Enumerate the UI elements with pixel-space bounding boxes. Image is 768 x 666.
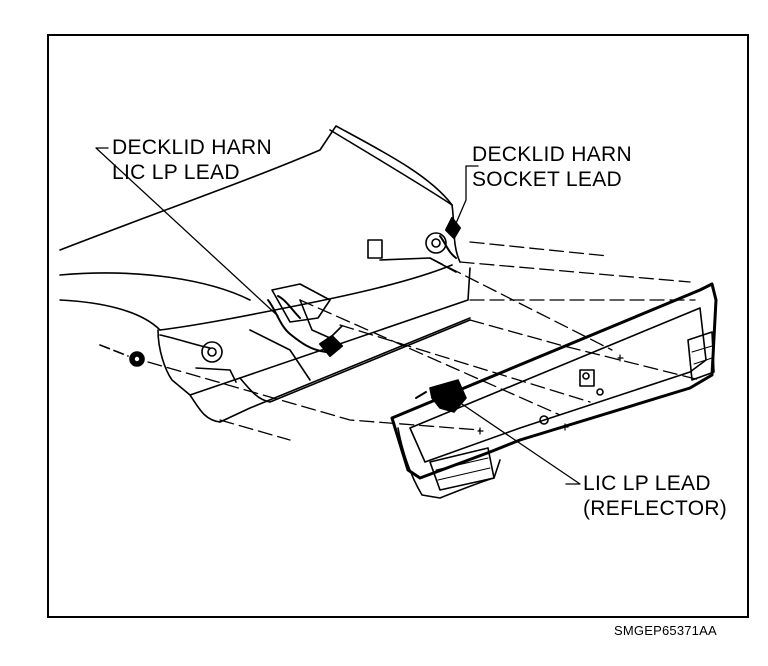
decklid-harness — [267, 217, 461, 357]
assembly-guide-lines — [147, 241, 701, 441]
rear-reflector-panel — [390, 282, 718, 499]
callout-lic-lp-lead-reflector: LIC LP LEAD (REFLECTOR) — [583, 471, 727, 521]
leader-lines — [95, 147, 581, 485]
grommet — [99, 344, 145, 367]
callout-line: SOCKET LEAD — [472, 168, 622, 191]
callout-line: DECKLID HARN — [112, 136, 272, 159]
callout-decklid-harn-lic-lp-lead: DECKLID HARN LIC LP LEAD — [112, 135, 272, 185]
callout-line: DECKLID HARN — [472, 143, 632, 166]
lic-lp-lead-connector — [415, 379, 467, 413]
callout-line: LIC LP LEAD — [112, 161, 240, 184]
diagram-frame — [47, 34, 749, 618]
figure-id: SMGEP65371AA — [614, 623, 717, 638]
callout-decklid-harn-socket-lead: DECKLID HARN SOCKET LEAD — [472, 142, 632, 192]
callout-line: (REFLECTOR) — [583, 497, 728, 520]
decklid-panel — [59, 125, 461, 331]
callout-line: LIC LP LEAD — [583, 472, 711, 495]
